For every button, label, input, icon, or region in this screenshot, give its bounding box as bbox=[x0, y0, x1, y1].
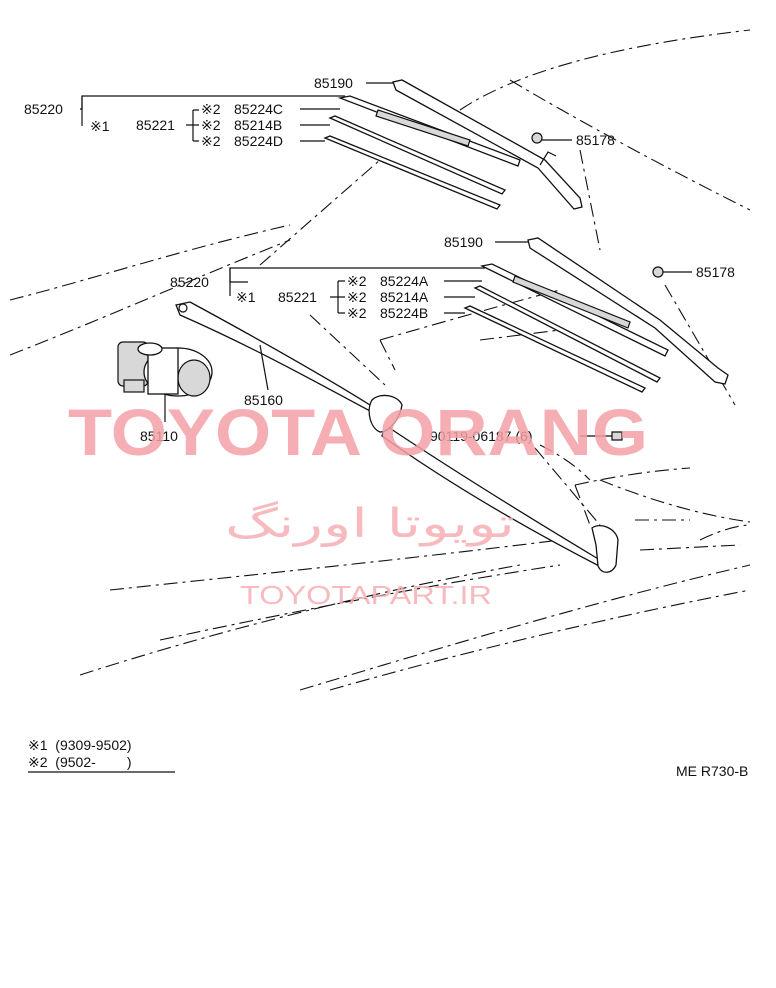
label-rubber-b: 85214B bbox=[234, 117, 282, 133]
legend-note2: ※2 (9502- ) bbox=[28, 754, 132, 770]
label-rubber-a-note: ※2 bbox=[347, 289, 367, 305]
upper-wiper-blade[interactable] bbox=[323, 95, 521, 210]
label-blade-assy-upper: 85220 bbox=[24, 101, 63, 117]
wiper-motor-icon bbox=[117, 341, 213, 397]
label-arm-lower: 85190 bbox=[444, 234, 483, 250]
label-rubber-b-note: ※2 bbox=[201, 117, 221, 133]
watermark-url: TOYOTAPART.IR bbox=[240, 580, 492, 610]
label-ins-c: 85224C bbox=[234, 101, 283, 117]
wiper-link[interactable] bbox=[175, 301, 619, 573]
lower-arm-cap[interactable] bbox=[652, 266, 664, 278]
upper-arm-cap[interactable] bbox=[531, 132, 543, 144]
label-note1-upper: ※1 bbox=[90, 118, 110, 134]
label-link: 85160 bbox=[244, 392, 283, 408]
legend: ※1 (9309-9502) ※2 (9502- ) bbox=[28, 737, 175, 773]
label-blade-upper: 85221 bbox=[136, 117, 175, 133]
wiper-motor[interactable] bbox=[117, 341, 213, 397]
legend-note1: ※1 (9309-9502) bbox=[28, 737, 132, 753]
arm-cap-icon bbox=[531, 132, 543, 144]
bolt-icon bbox=[611, 431, 623, 441]
body-outline bbox=[9, 29, 751, 691]
label-cap-lower: 85178 bbox=[696, 264, 735, 280]
label-arm-upper: 85190 bbox=[314, 75, 353, 91]
label-ins-a: 85224A bbox=[380, 273, 429, 289]
label-blade-lower: 85221 bbox=[278, 289, 317, 305]
label-note1-lower: ※1 bbox=[236, 289, 256, 305]
lower-wiper-blade[interactable] bbox=[463, 263, 669, 393]
upper-wiper-arm[interactable] bbox=[392, 79, 583, 210]
watermark: TOYOTA ORANG تویوتا اورنگ TOYOTAPART.IR bbox=[68, 395, 648, 610]
watermark-brand: TOYOTA ORANG bbox=[68, 395, 648, 469]
wiper-arm-icon bbox=[527, 237, 729, 385]
label-ins-b: 85224B bbox=[380, 305, 428, 321]
label-ins-a-note: ※2 bbox=[347, 273, 367, 289]
label-motor: 85110 bbox=[140, 428, 178, 444]
label-ins-d: 85224D bbox=[234, 133, 283, 149]
label-ins-d-note: ※2 bbox=[201, 133, 221, 149]
label-rubber-a: 85214A bbox=[380, 289, 429, 305]
label-ins-c-note: ※2 bbox=[201, 101, 221, 117]
reference-code: ME R730-B bbox=[676, 763, 748, 779]
label-ins-b-note: ※2 bbox=[347, 305, 367, 321]
lower-wiper-arm[interactable] bbox=[527, 237, 729, 385]
arm-cap-icon bbox=[652, 266, 664, 278]
leader-lines bbox=[80, 82, 692, 526]
label-blade-assy-lower: 85220 bbox=[170, 274, 209, 290]
watermark-persian: تویوتا اورنگ bbox=[225, 501, 515, 547]
label-cap-upper: 85178 bbox=[576, 132, 615, 148]
part-labels: 85190 85178 85220 ※1 85221 ※2 85224C ※2 … bbox=[24, 75, 735, 444]
wiper-arm-icon bbox=[392, 79, 583, 210]
label-bolt: 90119-06187 (6) bbox=[430, 428, 532, 444]
bolt[interactable] bbox=[611, 431, 623, 441]
